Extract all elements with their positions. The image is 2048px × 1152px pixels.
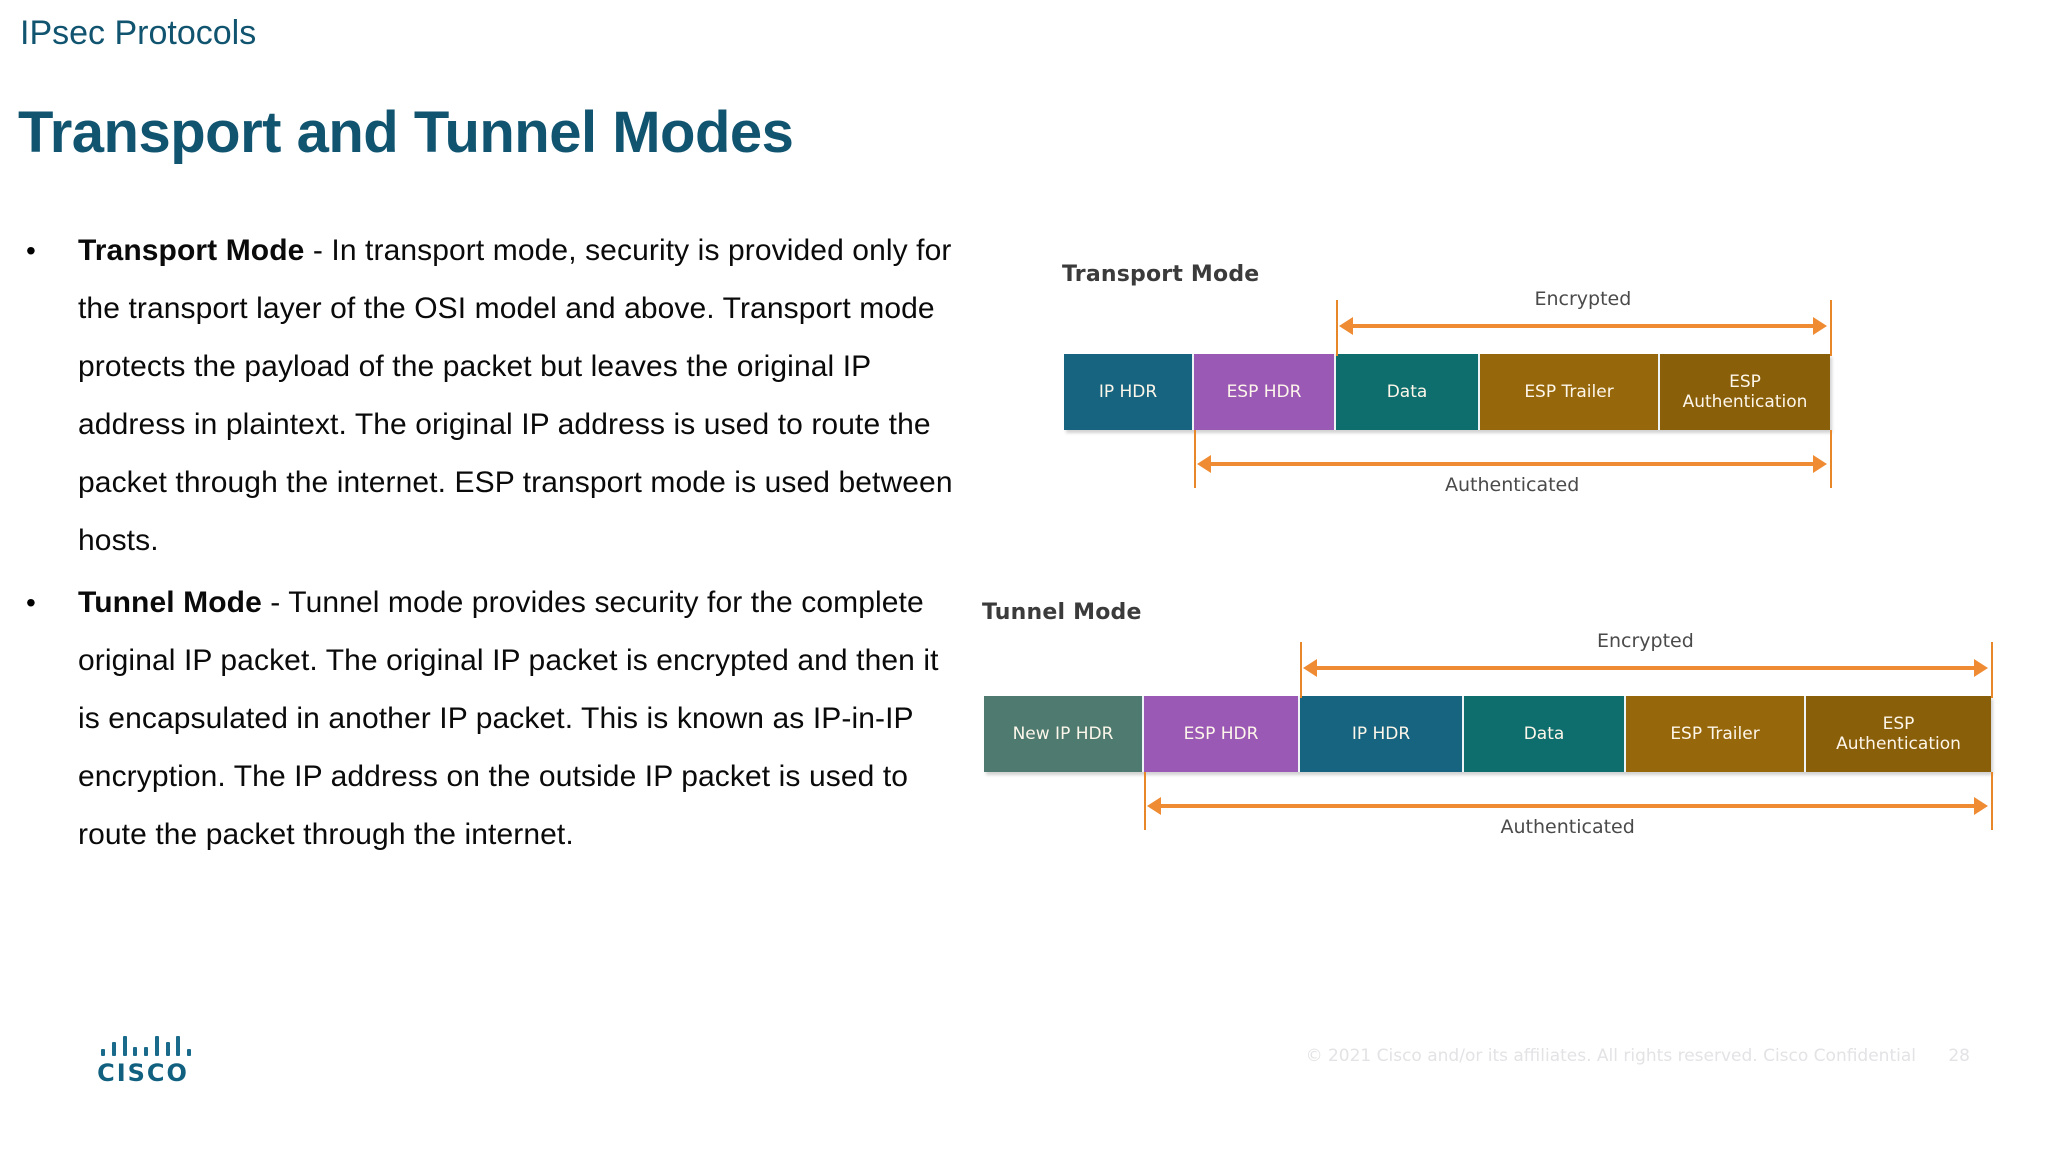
list-item: • Tunnel Mode - Tunnel mode provides sec… [14, 574, 954, 864]
tunnel-mode-label: Tunnel Mode [982, 600, 1142, 625]
bullet-separator: - [261, 586, 289, 619]
span-boundary-rule [1830, 300, 1832, 356]
cisco-logo-bar [101, 1049, 105, 1056]
footer-copyright: © 2021 Cisco and/or its affiliates. All … [1305, 1046, 1916, 1066]
packet-segment: ESP Authentication [1660, 354, 1830, 430]
packet-segment: ESP Trailer [1480, 354, 1660, 430]
bullet-marker: • [26, 235, 36, 266]
packet-segment: ESP HDR [1144, 696, 1300, 772]
bullet-lead: Transport Mode [78, 234, 305, 267]
transport-mode-label: Transport Mode [1062, 262, 1260, 287]
cisco-logo: CISCO [96, 1036, 196, 1087]
span-arrow-encrypted [1303, 659, 1988, 677]
span-boundary-rule [1991, 642, 1993, 698]
span-boundary-rule [1144, 772, 1146, 830]
cisco-wordmark: CISCO [97, 1059, 189, 1087]
span-arrow-authenticated [1147, 797, 1988, 815]
bullet-separator: - [304, 234, 332, 267]
span-boundary-rule [1991, 772, 1993, 830]
packet-segment: IP HDR [1300, 696, 1464, 772]
cisco-logo-bar [176, 1036, 181, 1056]
footer-page-number: 28 [1948, 1046, 1970, 1066]
bullet-marker: • [26, 587, 36, 618]
packet-segment: Data [1336, 354, 1480, 430]
cisco-logo-bar [133, 1047, 138, 1056]
list-item: • Transport Mode - In transport mode, se… [14, 222, 954, 570]
bullet-body: Tunnel mode provides security for the co… [78, 586, 939, 851]
cisco-logo-bar [144, 1047, 148, 1056]
packet-segment: Data [1464, 696, 1626, 772]
span-arrow-authenticated [1197, 455, 1827, 473]
span-boundary-rule [1336, 300, 1338, 356]
bullet-text: Transport Mode - In transport mode, secu… [78, 222, 954, 570]
packet-segment: IP HDR [1064, 354, 1194, 430]
span-label-authenticated: Authenticated [1500, 816, 1635, 838]
cisco-logo-bar [122, 1036, 127, 1056]
cisco-logo-bars-icon [101, 1036, 191, 1056]
span-boundary-rule [1300, 642, 1302, 698]
span-label-encrypted: Encrypted [1597, 630, 1694, 652]
span-label-encrypted: Encrypted [1534, 288, 1632, 310]
packet-segment: ESP Trailer [1626, 696, 1806, 772]
packet-segment: ESP HDR [1194, 354, 1336, 430]
cisco-logo-bar [187, 1049, 191, 1056]
span-label-authenticated: Authenticated [1445, 474, 1580, 496]
packet-segment: New IP HDR [984, 696, 1144, 772]
cisco-logo-bar [111, 1042, 116, 1056]
span-boundary-rule [1830, 430, 1832, 488]
cisco-logo-bar [165, 1042, 170, 1056]
span-boundary-rule [1194, 430, 1196, 488]
bullet-lead: Tunnel Mode [78, 586, 262, 619]
page-title: Transport and Tunnel Modes [18, 99, 794, 165]
bullet-body: In transport mode, security is provided … [78, 234, 953, 557]
span-arrow-encrypted [1339, 317, 1827, 335]
bullet-list: • Transport Mode - In transport mode, se… [14, 222, 954, 868]
bullet-text: Tunnel Mode - Tunnel mode provides secur… [78, 574, 954, 864]
cisco-logo-bar [154, 1036, 159, 1056]
slide-eyebrow: IPsec Protocols [20, 14, 257, 52]
packet-segment: ESP Authentication [1806, 696, 1991, 772]
